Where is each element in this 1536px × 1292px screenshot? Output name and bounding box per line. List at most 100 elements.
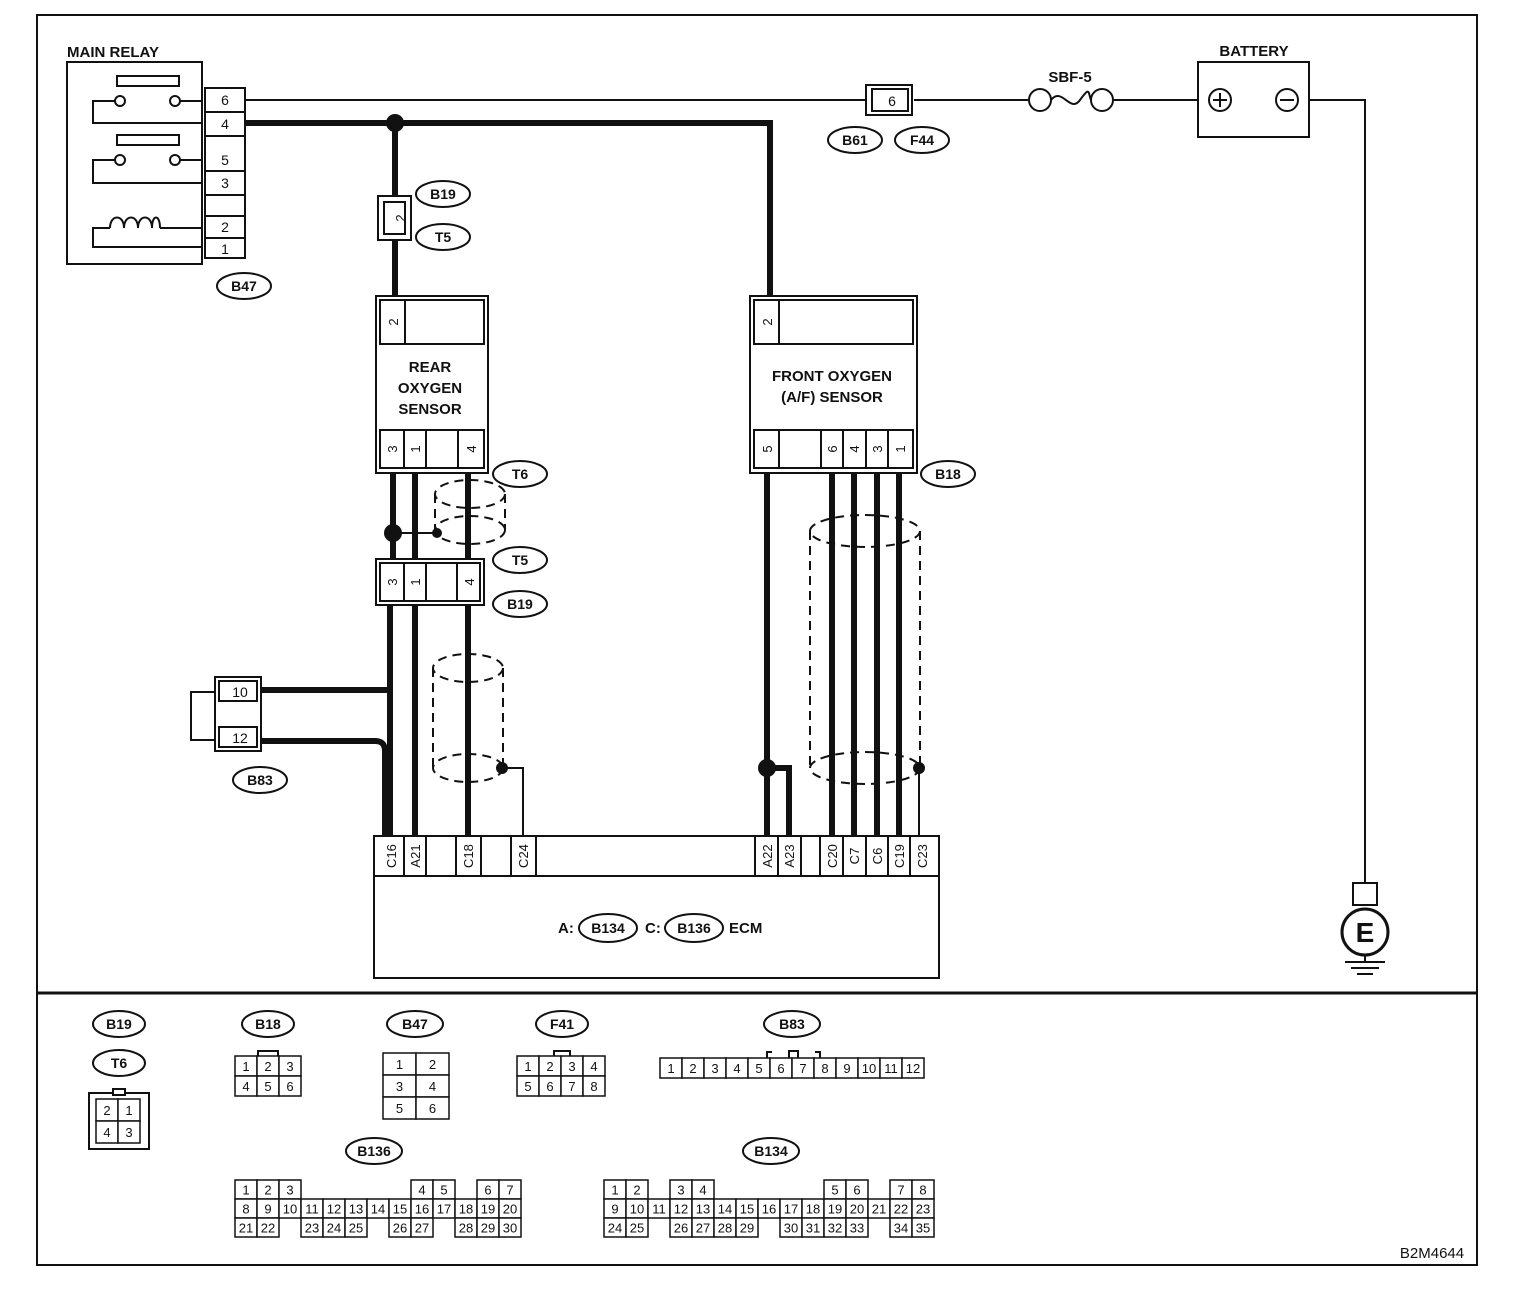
- legend-b18-pin: 3: [286, 1059, 293, 1074]
- legend-b18-cell: [278, 1075, 302, 1097]
- connector-bubble-b18: B18: [935, 466, 961, 482]
- legend-f41-pin: 7: [568, 1079, 575, 1094]
- legend-b47-pin: 6: [429, 1101, 436, 1116]
- connector-bubble-b19-mid: B19: [507, 596, 533, 612]
- legend-b134-pin: 26: [674, 1221, 688, 1236]
- legend-b136-pin: 22: [261, 1221, 275, 1236]
- front-bottom-pin: 4: [847, 445, 862, 452]
- legend-b134-pin: 32: [828, 1221, 842, 1236]
- legend-b134-pin: 34: [894, 1221, 908, 1236]
- legend-b136-pin: 5: [440, 1183, 447, 1198]
- legend-b134-name: B134: [754, 1143, 788, 1159]
- relay-pin: 4: [221, 116, 229, 132]
- legend-b134-pin: 10: [630, 1202, 644, 1217]
- legend-b136-pin: 29: [481, 1221, 495, 1236]
- legend-b47-pin: 5: [396, 1101, 403, 1116]
- legend-b83-pin: 9: [843, 1061, 850, 1076]
- legend-b18-pin: 1: [242, 1059, 249, 1074]
- legend-b83-pin: 7: [799, 1061, 806, 1076]
- connector-bubble-b61: B61: [842, 132, 868, 148]
- legend-b136-pin: 8: [242, 1202, 249, 1217]
- splice-dot-a22: [758, 759, 776, 777]
- connector-bubble-f44: F44: [910, 132, 934, 148]
- legend-b134-pin: 25: [630, 1221, 644, 1236]
- legend-b19-pin: 2: [103, 1103, 110, 1118]
- legend-b136-pin: 1: [242, 1183, 249, 1198]
- battery-title: BATTERY: [1219, 43, 1288, 60]
- legend-b136-pin: 15: [393, 1202, 407, 1217]
- connector-bubble-b19-top: B19: [430, 186, 456, 202]
- ecm-pin: C20: [825, 844, 840, 868]
- wires: [245, 99, 1366, 883]
- wire-b83-12: [260, 738, 388, 836]
- rear-bottom-pin: 1: [408, 445, 423, 452]
- legend-b136-cell: [344, 1217, 368, 1238]
- legend-b134-pin: 9: [611, 1202, 618, 1217]
- relay-pin: 1: [221, 241, 229, 257]
- ecm-title: ECM: [729, 920, 762, 937]
- legend-b136-pin: 17: [437, 1202, 451, 1217]
- legend-b134-pin: 18: [806, 1202, 820, 1217]
- wire-a23: [767, 765, 792, 836]
- legend-b18-pin: 2: [264, 1059, 271, 1074]
- legend-b134-pin: 33: [850, 1221, 864, 1236]
- rear-bottom-pin: 3: [385, 445, 400, 452]
- splice-dot-top: [386, 114, 404, 132]
- legend-b134-pin: 23: [916, 1202, 930, 1217]
- joint-b61: 6: [865, 84, 913, 116]
- legend-b136-pin: 7: [506, 1183, 513, 1198]
- ground-e: E: [1340, 882, 1390, 975]
- legend-b136-pin: 2: [264, 1183, 271, 1198]
- legend-b83-cell: [901, 1057, 925, 1079]
- legend-b136-pin: 6: [484, 1183, 491, 1198]
- splice-dot-rear: [384, 524, 402, 542]
- legend-b134-cell: [735, 1217, 759, 1238]
- legend-b136-pin: 19: [481, 1202, 495, 1217]
- legend-b83-pin: 8: [821, 1061, 828, 1076]
- b19-top-pin: 2: [393, 214, 408, 221]
- ecm-pin: C18: [461, 844, 476, 868]
- ecm-pin: C7: [847, 848, 862, 865]
- legend-b134-pin: 11: [652, 1202, 666, 1217]
- front-title-line: (A/F) SENSOR: [781, 389, 883, 406]
- legend-b136-pin: 4: [418, 1183, 425, 1198]
- legend-b134-pin: 16: [762, 1202, 776, 1217]
- connector-b83: 10 12: [190, 676, 262, 752]
- legend-b18-pin: 4: [242, 1079, 249, 1094]
- legend-b134-pin: 24: [608, 1221, 622, 1236]
- ecm-conn-a: B134: [591, 920, 625, 936]
- legend-b47-pin: 4: [429, 1079, 436, 1094]
- legend-b47-name: B47: [402, 1016, 428, 1032]
- legend-b134-pin: 12: [674, 1202, 688, 1217]
- legend-b134-cell: [911, 1217, 935, 1238]
- main-relay-title: MAIN RELAY: [67, 44, 159, 61]
- legend-b134-cell: [625, 1217, 649, 1238]
- ecm-conn-c: B136: [677, 920, 711, 936]
- wire-relay-pin4-main: [245, 120, 773, 298]
- figure-id: B2M4644: [1400, 1245, 1464, 1262]
- legend-f41-pin: 1: [524, 1059, 531, 1074]
- legend-b134-pin: 14: [718, 1202, 732, 1217]
- rear-bottom-pin: 4: [464, 445, 479, 452]
- legend-b136-pin: 23: [305, 1221, 319, 1236]
- legend-b83-pin: 2: [689, 1061, 696, 1076]
- joint-b19-mid: 3 1 4: [375, 558, 485, 606]
- front-bottom-pin: 6: [825, 445, 840, 452]
- legend-b136-pin: 18: [459, 1202, 473, 1217]
- legend-b134-pin: 30: [784, 1221, 798, 1236]
- legend-b47-cell: [415, 1096, 450, 1120]
- main-relay: MAIN RELAY 6 4 5 3 2 1: [66, 44, 246, 265]
- relay-pin: 3: [221, 175, 229, 191]
- legend-b83-pin: 5: [755, 1061, 762, 1076]
- legend-b134-pin: 8: [919, 1183, 926, 1198]
- legend-b136-pin: 12: [327, 1202, 341, 1217]
- front-top-pin: 2: [760, 318, 775, 325]
- legend-b134-pin: 27: [696, 1221, 710, 1236]
- joint-b19-top: 2: [377, 195, 412, 241]
- legend-b136-pin: 25: [349, 1221, 363, 1236]
- legend-b136-pin: 3: [286, 1183, 293, 1198]
- b19-mid-pin: 4: [462, 578, 477, 585]
